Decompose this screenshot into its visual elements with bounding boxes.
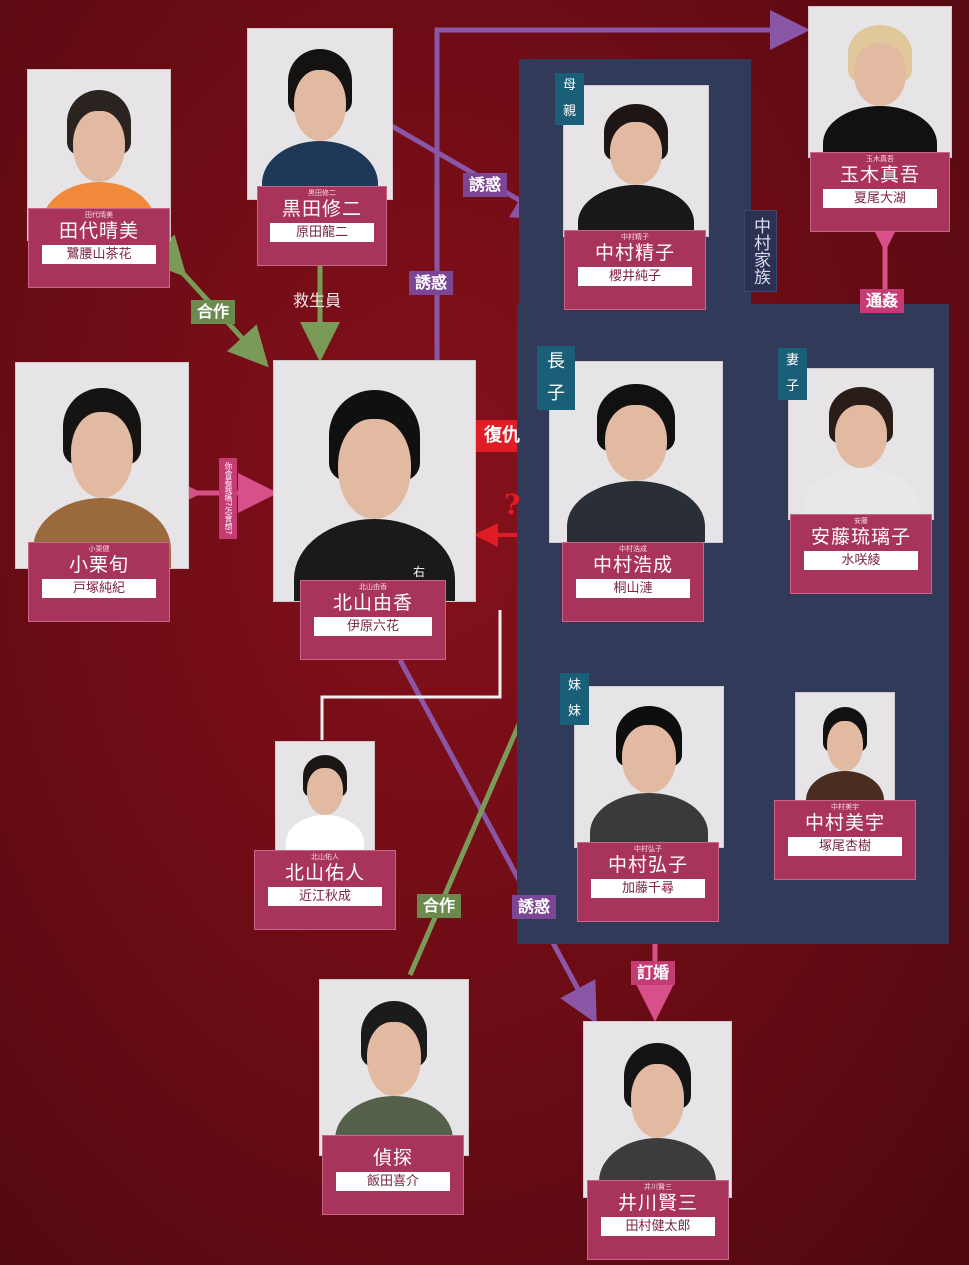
actor-name: 原田龍二 [270, 223, 375, 242]
relation-cooperate-detective: 合作 [417, 894, 461, 918]
character-small-name: 中村精子 [565, 231, 705, 241]
actor-name: 伊原六花 [314, 617, 432, 636]
actor-name: 鷺腰山茶花 [42, 245, 157, 264]
character-small-name: 北山由香 [301, 581, 445, 591]
character-name: 小栗旬 [29, 553, 169, 577]
name-label-ruriko: 安藤安藤琉璃子水咲綾 [790, 514, 932, 594]
relation-lifesaver: 救生員 [293, 289, 341, 313]
portrait-face [854, 43, 905, 106]
character-name: 北山由香 [301, 591, 445, 615]
character-name: 井川賢三 [588, 1191, 728, 1215]
relation-affair: 通姦 [860, 289, 904, 313]
portrait-oguri [15, 362, 189, 569]
relation-question: ? [504, 488, 520, 521]
role-tag-hiroko: 妹妹 [560, 673, 589, 725]
actor-name: 飯田喜介 [336, 1172, 451, 1191]
relation-seduce-yuka-tamaki: 誘惑 [409, 271, 453, 295]
role-tag-seiko: 母親 [555, 73, 584, 125]
actor-name: 近江秋成 [268, 887, 383, 906]
portrait-ikawa [583, 1021, 732, 1198]
name-label-miu: 中村美宇中村美宇塚尾杏樹 [774, 800, 916, 880]
character-small-name: 中村弘子 [578, 843, 718, 853]
portrait-face [71, 412, 133, 498]
name-label-hiroko: 中村弘子中村弘子加藤千尋 [577, 842, 719, 922]
actor-name: 田村健太郎 [601, 1217, 716, 1236]
character-name: 偵探 [323, 1146, 463, 1170]
relation-oguri: 你會看我嗎?怎會想? [219, 458, 237, 539]
relation-seduce-yuka-ikawa: 誘惑 [512, 895, 556, 919]
character-small-name: 玉木真吾 [811, 153, 949, 163]
character-small-name [323, 1136, 463, 1146]
name-label-ikawa: 井川賢三井川賢三田村健太郎 [587, 1180, 729, 1260]
portrait-tamaki [808, 6, 952, 158]
portrait-face [367, 1022, 420, 1096]
relation-revenge: 復仇 [478, 424, 526, 448]
portrait-miu [795, 692, 895, 812]
role-tag-kosei: 長子 [537, 346, 575, 410]
portrait-body [823, 106, 937, 158]
character-small-name: 田代晴美 [29, 209, 169, 219]
portrait-yuto [275, 741, 375, 853]
character-small-name: 北山佑人 [255, 851, 395, 861]
name-label-kosei: 中村浩成中村浩成桐山漣 [562, 542, 704, 622]
portrait-face [631, 1064, 684, 1138]
actor-name: 櫻井純子 [578, 267, 693, 286]
name-label-detective: 偵探飯田喜介 [322, 1135, 464, 1215]
name-label-yuka: 北山由香北山由香伊原六花 [300, 580, 446, 660]
name-label-yuto: 北山佑人北山佑人近江秋成 [254, 850, 396, 930]
portrait-face [610, 122, 662, 185]
name-label-oguri: 小栗健小栗旬戸塚純紀 [28, 542, 170, 622]
actor-name: 桐山漣 [576, 579, 691, 598]
portrait-body [803, 468, 918, 520]
portrait-yuka [273, 360, 476, 602]
character-name: 玉木真吾 [811, 163, 949, 187]
portrait-body [286, 815, 364, 853]
character-small-name: 小栗健 [29, 543, 169, 553]
portrait-body [590, 793, 708, 848]
name-label-tamaki: 玉木真吾玉木真吾夏尾大湖 [810, 152, 950, 232]
portrait-seiko [563, 85, 709, 237]
portrait-face [294, 70, 346, 141]
character-name: 田代晴美 [29, 219, 169, 243]
portrait-face [605, 405, 667, 481]
portrait-face [73, 111, 124, 182]
portrait-hiroko [574, 686, 724, 848]
character-small-name: 井川賢三 [588, 1181, 728, 1191]
portrait-marker: 右 [413, 563, 425, 580]
portrait-detective [319, 979, 469, 1156]
actor-name: 加藤千尋 [591, 879, 706, 898]
actor-name: 塚尾杏樹 [788, 837, 903, 856]
relation-seduce-kuroda: 誘惑 [463, 173, 507, 197]
portrait-kuroda [247, 28, 393, 200]
portrait-face [338, 419, 410, 520]
name-label-tashiro: 田代晴美田代晴美鷺腰山茶花 [28, 208, 170, 288]
portrait-body [567, 481, 705, 543]
actor-name: 戸塚純紀 [42, 579, 157, 598]
name-label-kuroda: 黒田修二黒田修二原田龍二 [257, 186, 387, 266]
relation-cooperate-tashiro: 合作 [191, 300, 235, 324]
name-label-seiko: 中村精子中村精子櫻井純子 [564, 230, 706, 310]
role-tag-ruriko: 妻子 [778, 348, 807, 400]
character-name: 中村美宇 [775, 811, 915, 835]
character-name: 黒田修二 [258, 197, 386, 221]
portrait-face [307, 768, 342, 814]
character-name: 中村弘子 [578, 853, 718, 877]
relation-engaged: 訂婚 [631, 961, 675, 985]
character-name: 安藤琉璃子 [791, 525, 931, 549]
portrait-face [827, 721, 862, 771]
family-label: 中村家族 [744, 210, 777, 292]
actor-name: 夏尾大湖 [823, 189, 936, 208]
character-name: 北山佑人 [255, 861, 395, 885]
portrait-face [835, 405, 887, 468]
portrait-face [622, 725, 675, 792]
character-name: 中村精子 [565, 241, 705, 265]
character-small-name: 黒田修二 [258, 187, 386, 197]
character-small-name: 中村美宇 [775, 801, 915, 811]
character-small-name: 中村浩成 [563, 543, 703, 553]
actor-name: 水咲綾 [804, 551, 919, 570]
portrait-kosei [549, 361, 723, 543]
character-small-name: 安藤 [791, 515, 931, 525]
character-name: 中村浩成 [563, 553, 703, 577]
portrait-ruriko [788, 368, 934, 520]
